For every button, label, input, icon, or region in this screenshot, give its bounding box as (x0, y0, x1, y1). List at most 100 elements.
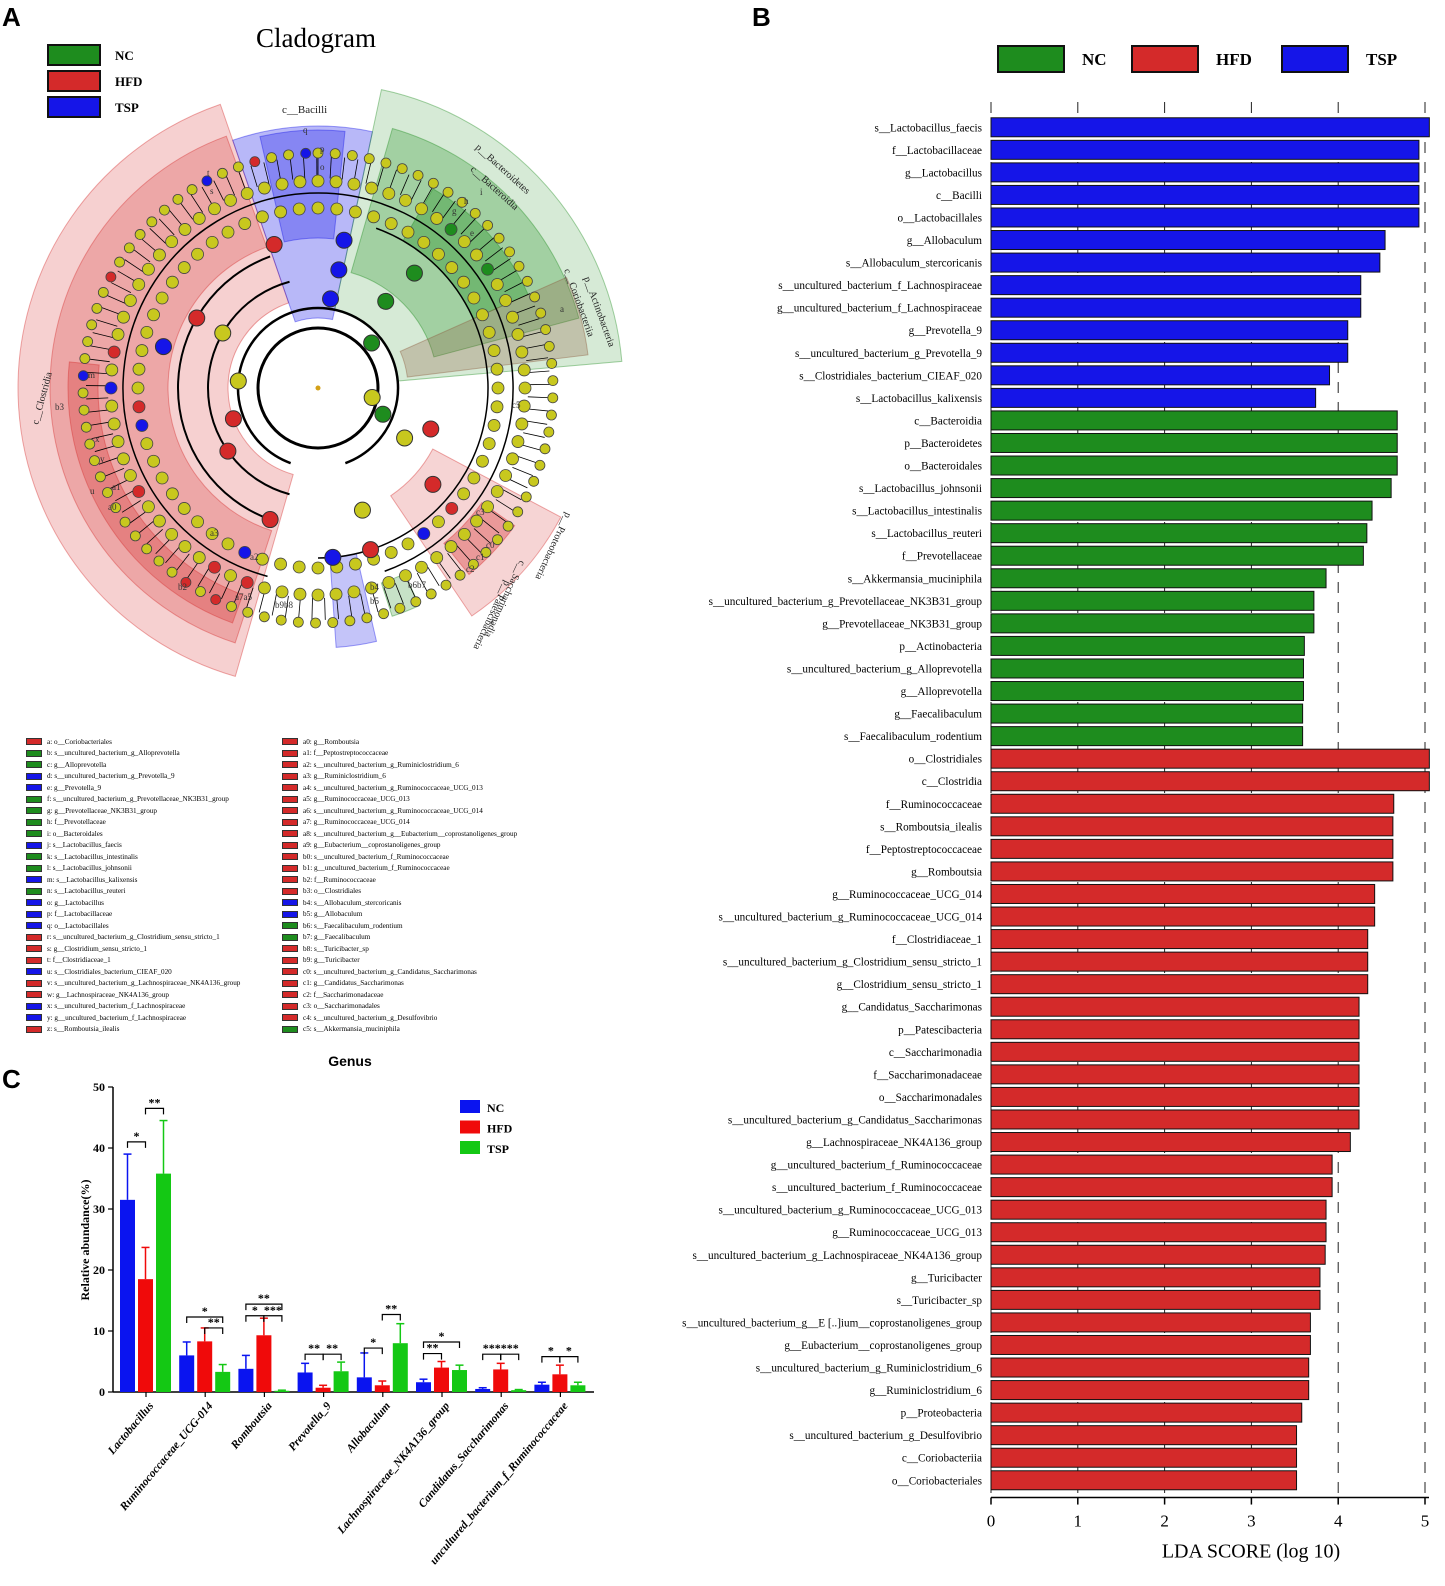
taxon-node (470, 514, 483, 528)
cladogram-legend-label-nc: NC (115, 48, 134, 63)
lda-bar (990, 1222, 1327, 1243)
genus-bar (493, 1369, 509, 1392)
lda-x-tick-label: 3 (1247, 1512, 1256, 1531)
lda-bar-label: s__uncultured_bacterium_g_Ruminococcacea… (719, 912, 983, 924)
taxa-legend-label: f: s__uncultured_bacterium_g_Prevotellac… (47, 795, 229, 804)
taxon-node (442, 186, 454, 198)
tree-branch (98, 456, 120, 465)
tree-branch (87, 358, 110, 363)
tree-branch (117, 270, 137, 283)
genus-bar (475, 1388, 491, 1392)
taxa-legend-item: i: o__Bacteroidales (26, 828, 240, 840)
genus-category-label: Lactobacillus (105, 1400, 156, 1458)
genus-category-label: Lachnospiraceae_NK4A136_group (335, 1400, 453, 1537)
taxa-legend-item: k: s__Lactobacillus_intestinalis (26, 851, 240, 863)
lda-x-axis-title: LDA SCORE (log 10) (1162, 1541, 1340, 1563)
genus-category-label: Prevotella_9 (287, 1400, 335, 1453)
genus-legend-label-tsp: TSP (487, 1142, 509, 1156)
taxon-node (367, 210, 381, 224)
lda-bar (990, 1357, 1310, 1378)
lda-bar (990, 387, 1317, 408)
lda-bar-label: f__Clostridiaceae_1 (892, 934, 982, 946)
taxon-node (117, 452, 130, 466)
lda-bar (990, 162, 1420, 183)
taxa-legend-item: a8: s__uncultured_bacterium_g__Eubacteri… (282, 828, 517, 840)
taxa-legend-swatch (282, 818, 298, 826)
taxon-node (146, 216, 158, 228)
taxon-node (142, 262, 155, 276)
taxon-node (499, 469, 513, 482)
taxon-node (142, 500, 155, 514)
lda-bar-label: g__uncultured_bacterium_f_Lachnospiracea… (777, 303, 982, 315)
genus-bar (179, 1355, 195, 1392)
taxon-node (97, 287, 109, 298)
taxon-node (517, 399, 531, 413)
taxon-node (107, 345, 121, 359)
taxon-node (224, 193, 237, 207)
significance-bracket (381, 1313, 401, 1321)
lda-bar-label: g__Lactobacillus (905, 167, 982, 179)
taxa-legend-label: b5: g__Allobaculum (303, 910, 363, 919)
lda-bar (990, 342, 1349, 363)
clade-letter-label: m (88, 370, 95, 380)
clade-letter-label: q (303, 125, 308, 135)
genus-category-label: Romboutsia (228, 1400, 275, 1452)
lda-bar-label: g__Faecalibaculum (894, 709, 982, 721)
taxon-node (482, 437, 496, 451)
taxon-node (470, 248, 483, 262)
taxa-legend-label: c2: f__Saccharimonadaceae (303, 990, 384, 999)
taxon-node (123, 242, 135, 254)
taxa-legend-label: b9: g__Turicibacter (303, 956, 360, 965)
tree-branch (179, 201, 194, 220)
taxon-node (266, 152, 277, 164)
taxon-node (468, 558, 479, 570)
taxa-legend-label: c5: s__Akkermansia_muciniphila (303, 1025, 400, 1034)
taxon-node (274, 205, 287, 219)
lda-bar-label: g__Allobaculum (907, 235, 982, 247)
taxa-legend-swatch (282, 922, 298, 930)
lda-bar-label: g__Eubacterium__coprostanoligenes_group (784, 1340, 982, 1352)
tree-branch (400, 174, 410, 195)
lda-bar-label: s__uncultured_bacterium_g__E [..]ium__co… (682, 1317, 982, 1329)
lda-bar (990, 545, 1364, 566)
lda-legend-swatch-hfd (1131, 45, 1199, 73)
lda-legend-swatch-tsp (1281, 45, 1349, 73)
lda-bar (990, 252, 1381, 273)
tree-branch (421, 186, 434, 206)
taxon-node (155, 291, 169, 305)
taxa-legend-swatch (282, 933, 298, 941)
taxa-legend-item: n: s__Lactobacillus_reuteri (26, 886, 240, 898)
lda-bar-label: s__Lactobacillus_faecis (875, 122, 982, 134)
taxa-legend-swatch (282, 864, 298, 872)
taxon-node (147, 454, 160, 468)
lda-bar (990, 793, 1395, 814)
tree-branch (115, 489, 135, 502)
taxa-legend-swatch (26, 922, 42, 930)
taxa-legend-item: h: f__Prevotellaceae (26, 817, 240, 829)
genus-bar (256, 1335, 272, 1392)
tree-branch (451, 208, 467, 227)
tree-branch (523, 432, 545, 438)
tree-branch (96, 319, 118, 327)
taxon-node (191, 247, 204, 261)
taxa-legend-swatch (282, 772, 298, 780)
tree-branch (360, 593, 366, 616)
tree-branch (137, 519, 156, 535)
taxa-legend-item: b: s__uncultured_bacterium_g_Alloprevote… (26, 748, 240, 760)
tree-branch (303, 156, 306, 179)
lda-bar-label: c__Bacteroidia (914, 415, 982, 427)
taxa-legend-label: c3: o__Saccharimonadales (303, 1002, 380, 1011)
taxon-node (78, 404, 90, 416)
taxon-node (131, 381, 145, 395)
clade-letter-label: s (210, 186, 214, 196)
tree-branch (520, 444, 542, 451)
taxa-legend-swatch (26, 784, 42, 792)
taxa-legend-label: b0: s__uncultured_bacterium_f_Ruminococc… (303, 852, 449, 861)
taxon-node (353, 501, 371, 519)
lda-bar-label: f__Saccharimonadaceae (873, 1069, 982, 1081)
lda-bar (990, 117, 1430, 138)
taxa-legend-swatch (26, 899, 42, 907)
taxa-legend-label: n: s__Lactobacillus_reuteri (47, 887, 126, 896)
taxa-legend-swatch (282, 807, 298, 815)
taxon-node (177, 261, 191, 274)
